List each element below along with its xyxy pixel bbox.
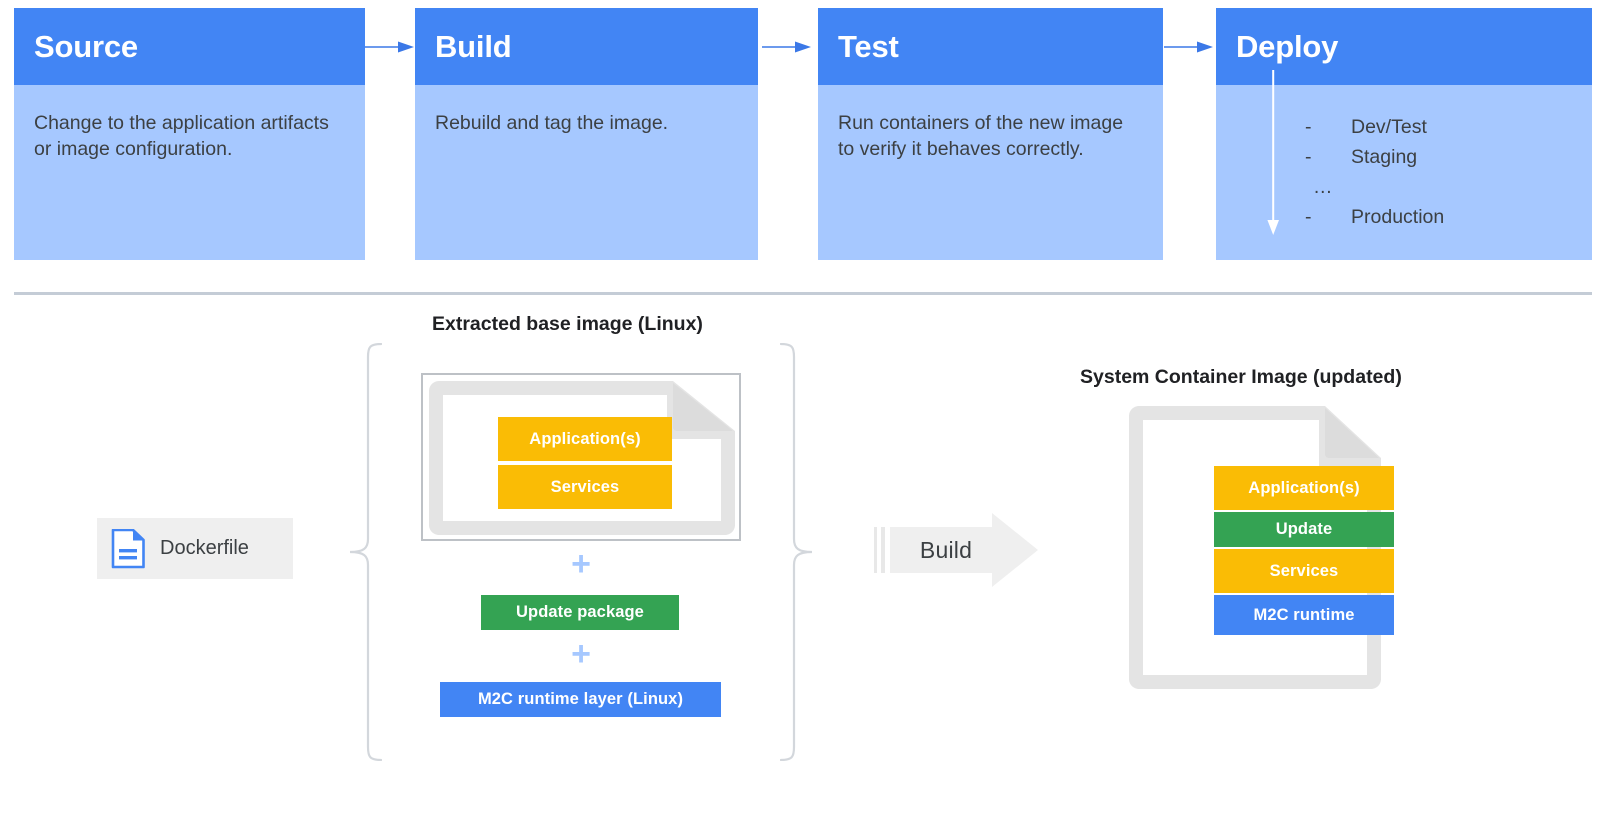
right-stack-label: System Container Image (updated) [1080,366,1402,388]
deploy-env-item: - Dev/Test [1305,116,1444,148]
stage-body-build: Rebuild and tag the image. [435,112,669,134]
pipeline-stage-test[interactable]: Test Run containers of the new image to … [818,8,1163,260]
stage-header-build: Build [415,8,758,85]
result-layer-label: M2C runtime [1253,605,1355,624]
deploy-env-dash: - [1305,116,1312,138]
result-layer-label: Application(s) [1248,478,1360,497]
plus-symbol-2: + [571,635,591,673]
arrow-right-icon [874,513,1038,587]
base-layer-services: Services [498,465,672,509]
deploy-env-label: Dev/Test [1351,116,1427,138]
stage-title-source: Source [34,29,138,64]
brace-right-icon [780,343,813,761]
left-stack-label: Extracted base image (Linux) [432,313,703,335]
base-layer-applications: Application(s) [498,417,672,461]
dockerfile-chip[interactable]: Dockerfile [97,518,293,579]
result-layer-applications: Application(s) [1214,466,1394,510]
deploy-env-item: - Staging [1305,146,1444,178]
deploy-env-label: Staging [1351,146,1418,168]
build-label: Build [919,536,973,563]
result-layer-label: Services [1269,561,1339,580]
extracted-base-image-frame: Application(s) Services [421,373,741,541]
stage-title-deploy: Deploy [1236,29,1339,64]
result-layer-m2c-runtime: M2C runtime [1214,595,1394,635]
deploy-env-ellipsis: … [1313,176,1334,198]
layer-m2c-runtime: M2C runtime layer (Linux) [440,682,721,717]
result-layer-update: Update [1214,512,1394,547]
stage-title-test: Test [838,29,899,64]
document-icon [111,528,145,568]
arrow-right-icon [762,41,811,53]
deploy-env-label: Production [1351,206,1445,228]
deploy-env-dash: - [1305,206,1312,228]
stage-body-test: Run containers of the new image to verif… [838,112,1124,160]
pipeline-stage-deploy[interactable]: Deploy [1216,8,1592,260]
result-layer-label: Update [1275,520,1333,538]
dockerfile-label: Dockerfile [160,537,249,559]
deploy-env-item: - Production [1305,206,1445,238]
arrow-right-icon [365,41,414,53]
arrow-right-icon [1164,41,1213,53]
stage-body-source: Change to the application artifacts or i… [34,112,329,160]
stage-header-test: Test [818,8,1163,85]
document-shape-portrait-icon [1129,406,1381,689]
pipeline-stage-source[interactable]: Source Change to the application artifac… [14,8,365,260]
build-action-arrow[interactable]: Build [874,511,1040,589]
stage-header-deploy: Deploy [1216,8,1592,85]
pipeline-stage-build[interactable]: Build Rebuild and tag the image. [415,8,758,260]
plus-symbol-1: + [571,545,591,583]
stage-title-build: Build [435,29,512,64]
layer-label: M2C runtime layer (Linux) [477,690,684,708]
base-layer-label: Services [550,477,620,496]
base-layer-label: Application(s) [529,429,641,448]
deploy-environment-list: - Dev/Test - Staging … - Production [1305,116,1445,238]
deploy-env-dash: - [1305,146,1312,168]
brace-left-icon [349,343,382,761]
arrow-down-icon [1267,70,1279,235]
stage-header-source: Source [14,8,365,85]
layer-update-package: Update package [481,595,679,630]
section-divider [14,292,1592,295]
result-layer-services: Services [1214,549,1394,593]
layer-label: Update package [516,603,644,621]
